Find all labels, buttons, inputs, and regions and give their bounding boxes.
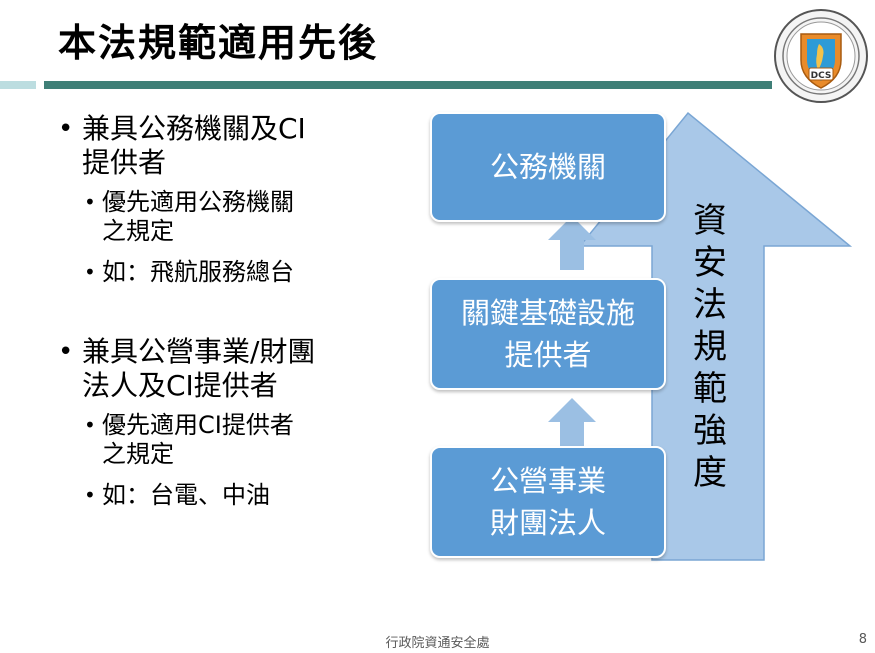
strength-char: 安: [693, 243, 727, 283]
bullet-item-1: 兼具公務機關及CI 提供者: [58, 112, 388, 180]
footer-org: 行政院資通安全處: [385, 636, 490, 651]
sub-bullet-1-1-line-2: 之規定: [102, 217, 174, 245]
strength-char: 範: [693, 369, 727, 409]
logo-badge-text: DCS: [811, 71, 832, 81]
bullet-2-line-2: 法人及CI提供者: [82, 369, 278, 402]
box-government-agency: 公務機關: [430, 112, 666, 222]
small-arrow-up-icon-2: [548, 398, 596, 450]
title-rule-accent: [0, 81, 36, 89]
sub-bullet-1-1-line-1: 優先適用公務機關: [102, 188, 294, 216]
bullet-1-line-2: 提供者: [82, 146, 167, 179]
diagram-shapes: [548, 111, 853, 561]
strength-char: 強: [693, 411, 727, 451]
hierarchy-diagram: 公務機關 關鍵基礎設施 提供者 公營事業 財團法人 資 安 法 規 範 強 度: [400, 100, 860, 570]
box-1-line-1: 公務機關: [489, 150, 606, 184]
sub-bullet-2-1-line-2: 之規定: [102, 440, 174, 468]
box-ci-provider: 關鍵基礎設施 提供者: [430, 278, 666, 390]
box-2-line-1: 關鍵基礎設施: [460, 296, 635, 330]
bullet-2-line-1: 兼具公營事業/財團: [82, 335, 316, 368]
box-3-line-1: 公營事業: [489, 464, 606, 498]
strength-char: 資: [693, 201, 727, 241]
sub-bullet-2-2-line-1: 如：台電、中油: [102, 481, 270, 509]
page-number: 8: [858, 632, 867, 647]
bullet-item-2: 兼具公營事業/財團 法人及CI提供者: [58, 335, 388, 403]
sub-bullet-1-1: 優先適用公務機關 之規定: [58, 188, 388, 246]
bullet-list: 兼具公務機關及CI 提供者 優先適用公務機關 之規定 如：飛航服務總台 兼具公營…: [58, 112, 388, 510]
box-3-line-2: 財團法人: [489, 506, 606, 540]
box-2-line-2: 提供者: [504, 338, 592, 372]
box-state-enterprise: 公營事業 財團法人: [430, 446, 666, 558]
title-rule: [44, 81, 772, 89]
strength-char: 規: [693, 327, 727, 367]
sub-bullet-1-2: 如：飛航服務總台: [58, 258, 388, 287]
sub-bullet-1-2-line-1: 如：飛航服務總台: [102, 258, 294, 286]
bullet-1-line-1: 兼具公務機關及CI: [82, 112, 306, 145]
strength-label: 資 安 法 規 範 強 度: [690, 200, 730, 494]
sub-bullet-2-1-line-1: 優先適用CI提供者: [102, 411, 294, 439]
small-arrow-up-icon-1: [548, 216, 596, 270]
sub-bullet-2-1: 優先適用CI提供者 之規定: [58, 411, 388, 469]
strength-char: 度: [693, 453, 727, 493]
dcs-seal-icon: DCS: [774, 9, 868, 103]
strength-char: 法: [693, 285, 727, 325]
sub-bullet-2-2: 如：台電、中油: [58, 481, 388, 510]
slide-title: 本法規範適用先後: [58, 21, 379, 65]
